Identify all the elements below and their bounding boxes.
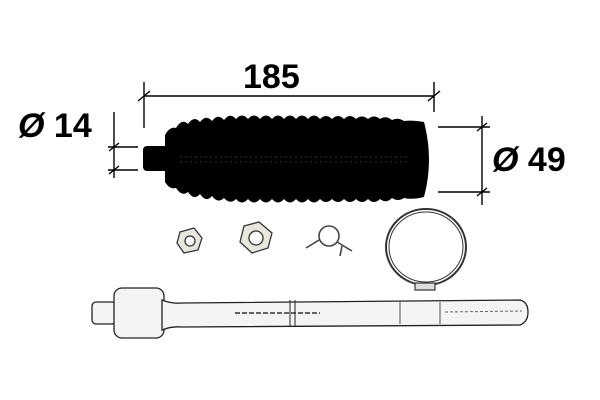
length-dimension-line xyxy=(137,82,441,128)
small-diameter-label: Ø 14 xyxy=(18,109,92,143)
bellows-boot xyxy=(143,115,429,203)
spring-clip xyxy=(305,225,353,257)
small-diameter-value: 14 xyxy=(53,107,92,145)
diameter-symbol-icon: Ø xyxy=(18,107,45,145)
hex-nut-small xyxy=(176,227,203,254)
length-label: 185 xyxy=(243,58,300,96)
hex-nut-large xyxy=(239,221,273,254)
large-diameter-label: Ø 49 xyxy=(492,143,566,177)
band-clamp xyxy=(385,208,467,291)
diameter-symbol-icon: Ø xyxy=(492,141,519,179)
large-diameter-dimension-line xyxy=(438,116,490,205)
large-diameter-value: 49 xyxy=(527,141,566,179)
inner-tie-rod xyxy=(91,287,529,339)
small-diameter-dimension-line xyxy=(108,112,138,178)
